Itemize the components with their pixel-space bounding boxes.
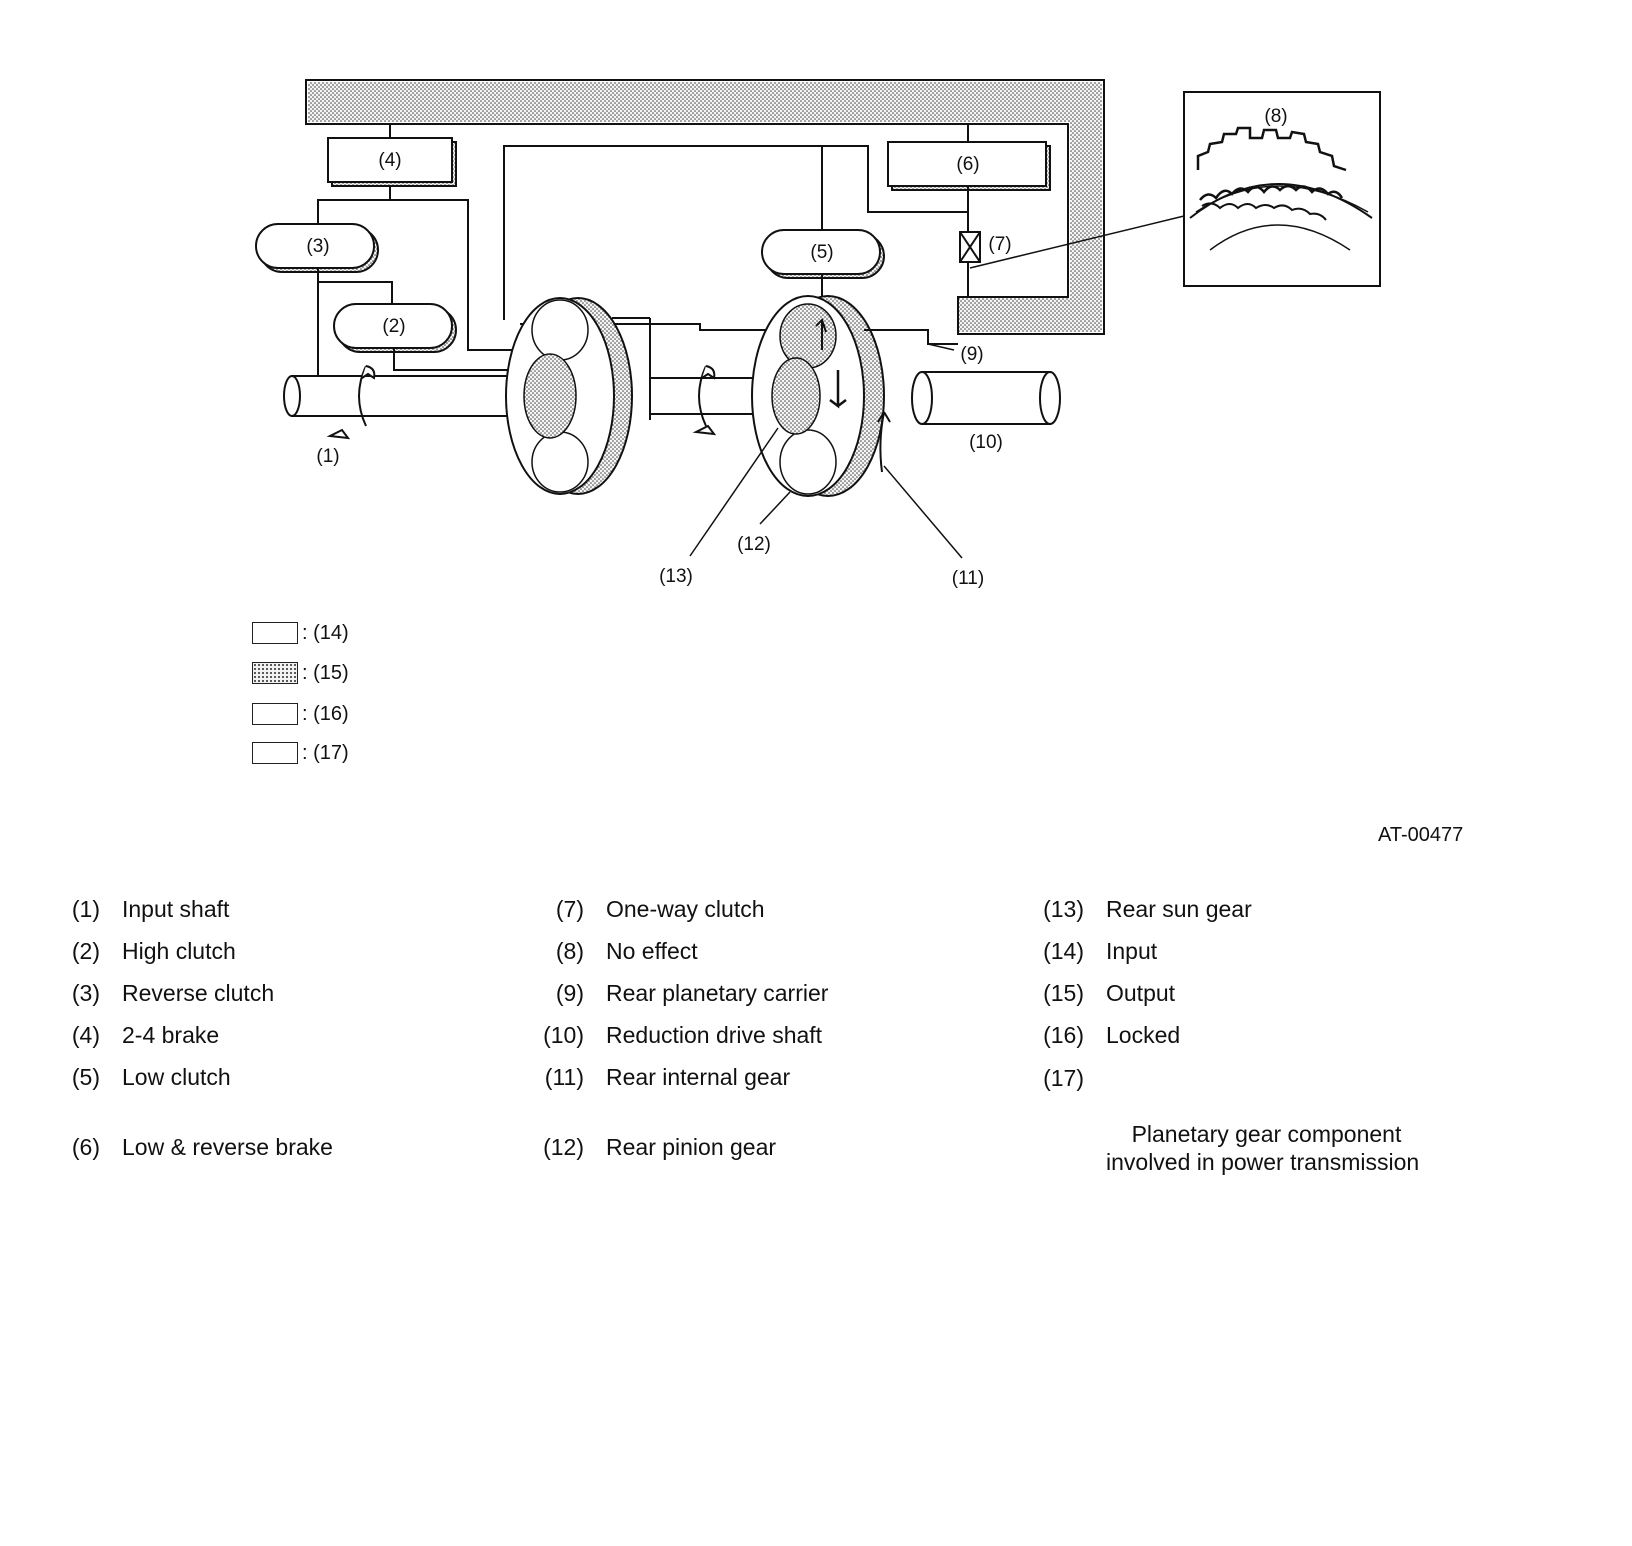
key-item: (17) Planetary gear component involved i… xyxy=(1043,1064,1420,1204)
legend-swatch-plain xyxy=(252,622,298,644)
callout-6: (6) xyxy=(956,154,979,175)
key-text: Low clutch xyxy=(122,1064,231,1090)
callout-7: (7) xyxy=(988,234,1011,255)
key-item: (11) Rear internal gear xyxy=(545,1064,791,1091)
key-text: Rear pinion gear xyxy=(606,1134,777,1160)
reverse-clutch: (3) xyxy=(255,223,379,273)
key-number: (2) xyxy=(71,938,100,964)
callout-13: (13) xyxy=(659,566,693,587)
legend-item-input: : (14) xyxy=(252,620,349,646)
key-number: (9) xyxy=(555,980,584,1006)
key-number: (7) xyxy=(555,896,584,922)
key-item: (5) Low clutch xyxy=(72,1064,231,1091)
key-number: (6) xyxy=(71,1134,100,1160)
legend-swatch-plain xyxy=(252,703,298,725)
key-text: Rear internal gear xyxy=(606,1064,791,1090)
legend-label: : (15) xyxy=(302,661,349,684)
key-number: (12) xyxy=(543,1134,584,1160)
key-text: Planetary gear component involved in pow… xyxy=(1106,1121,1420,1175)
case-bottom-band xyxy=(958,298,1070,332)
legend-label: : (17) xyxy=(302,741,349,764)
callout-4: (4) xyxy=(378,150,401,171)
key-text: Rear sun gear xyxy=(1106,896,1252,922)
key-item: (9) Rear planetary carrier xyxy=(556,980,829,1007)
callout-8: (8) xyxy=(1264,106,1287,127)
key-number: (11) xyxy=(544,1064,584,1090)
key-number: (8) xyxy=(555,938,584,964)
key-text: Input shaft xyxy=(122,896,230,922)
key-number: (15) xyxy=(1043,980,1084,1006)
key-number: (10) xyxy=(543,1022,584,1048)
callout-10: (10) xyxy=(969,432,1003,453)
input-shaft: (1) xyxy=(283,365,523,467)
key-item: (3) Reverse clutch xyxy=(72,980,275,1007)
key-item: (15) Output xyxy=(1043,980,1176,1007)
key-text: One-way clutch xyxy=(606,896,765,922)
high-clutch: (2) xyxy=(333,303,457,353)
legend-label: : (14) xyxy=(302,621,349,644)
callout-3: (3) xyxy=(306,236,329,257)
key-number: (16) xyxy=(1043,1022,1084,1048)
legend-item-component: : (17) xyxy=(252,740,349,766)
key-text: Reduction drive shaft xyxy=(606,1022,823,1048)
key-text: Locked xyxy=(1106,1022,1181,1048)
key-number: (5) xyxy=(71,1064,100,1090)
key-item: (7) One-way clutch xyxy=(556,896,765,923)
key-item: (13) Rear sun gear xyxy=(1043,896,1252,923)
key-item: (8) No effect xyxy=(556,938,698,965)
legend-swatch-plain xyxy=(252,742,298,764)
legend-label: : (16) xyxy=(302,702,349,725)
key-number: (3) xyxy=(71,980,100,1006)
legend-swatch-dotted xyxy=(252,662,298,684)
key-text: 2-4 brake xyxy=(122,1022,220,1048)
key-text: Output xyxy=(1106,980,1176,1006)
callout-1: (1) xyxy=(316,446,339,467)
transmission-diagram: (4) (6) (7) (8) (3) (2) xyxy=(255,79,1381,589)
legend-item-output: : (15) xyxy=(252,660,349,686)
key-item: (6) Low & reverse brake xyxy=(72,1134,333,1161)
callout-12: (12) xyxy=(737,534,771,555)
key-number: (14) xyxy=(1043,938,1084,964)
key-text: Reverse clutch xyxy=(122,980,275,1006)
key-item: (1) Input shaft xyxy=(72,896,230,923)
key-number: (4) xyxy=(71,1022,100,1048)
key-item: (4) 2-4 brake xyxy=(72,1022,220,1049)
key-item: (12) Rear pinion gear xyxy=(543,1134,777,1161)
key-text: High clutch xyxy=(122,938,236,964)
legend-item-locked: : (16) xyxy=(252,701,349,727)
callout-5: (5) xyxy=(810,242,833,263)
key-text: Rear planetary carrier xyxy=(606,980,829,1006)
key-item: (14) Input xyxy=(1043,938,1158,965)
callout-2: (2) xyxy=(382,316,405,337)
brake-2-4: (4) xyxy=(327,137,457,187)
key-number: (17) xyxy=(1043,1065,1084,1091)
key-text: No effect xyxy=(606,938,698,964)
key-text: Low & reverse brake xyxy=(122,1134,333,1160)
key-text: Input xyxy=(1106,938,1158,964)
reduction-drive-shaft: (10) xyxy=(911,371,1061,453)
case-top-band xyxy=(308,82,1102,122)
key-number: (1) xyxy=(71,896,100,922)
one-way-clutch: (7) xyxy=(959,231,1012,263)
rear-planetary xyxy=(751,295,958,497)
callout-9: (9) xyxy=(960,344,983,365)
key-item: (2) High clutch xyxy=(72,938,236,965)
low-clutch: (5) xyxy=(761,229,885,279)
low-reverse-brake: (6) xyxy=(887,141,1051,191)
callout-11: (11) xyxy=(952,568,984,589)
key-item: (10) Reduction drive shaft xyxy=(543,1022,823,1049)
figure-id: AT-00477 xyxy=(1378,824,1464,846)
no-effect-inset: (8) xyxy=(1183,91,1381,287)
key-number: (13) xyxy=(1043,896,1084,922)
front-planetary xyxy=(505,297,651,495)
key-item: (16) Locked xyxy=(1043,1022,1181,1049)
case-right-band xyxy=(1070,122,1102,332)
